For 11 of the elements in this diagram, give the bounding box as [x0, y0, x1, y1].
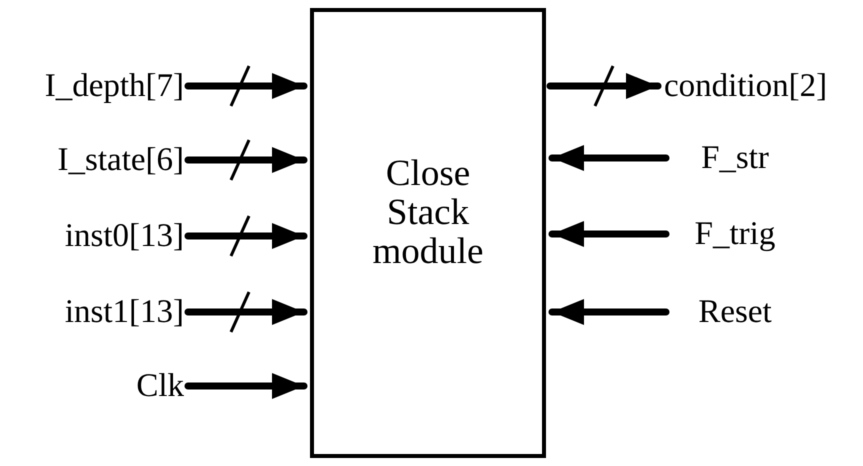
- signal-name: Clk: [64, 366, 184, 406]
- signal-name: inst0[13]: [0, 216, 184, 256]
- signal-name: condition[2]: [664, 66, 862, 106]
- signal-name: inst1[13]: [0, 292, 184, 332]
- signal-name: Reset: [668, 292, 802, 332]
- signal-name: I_depth[7]: [0, 66, 184, 106]
- signal-name: F_trig: [668, 214, 802, 254]
- module-box: [310, 8, 546, 458]
- module-name: Close Stack module: [372, 154, 484, 270]
- signal-name: I_state[6]: [0, 140, 184, 180]
- signal-name: F_str: [668, 138, 802, 178]
